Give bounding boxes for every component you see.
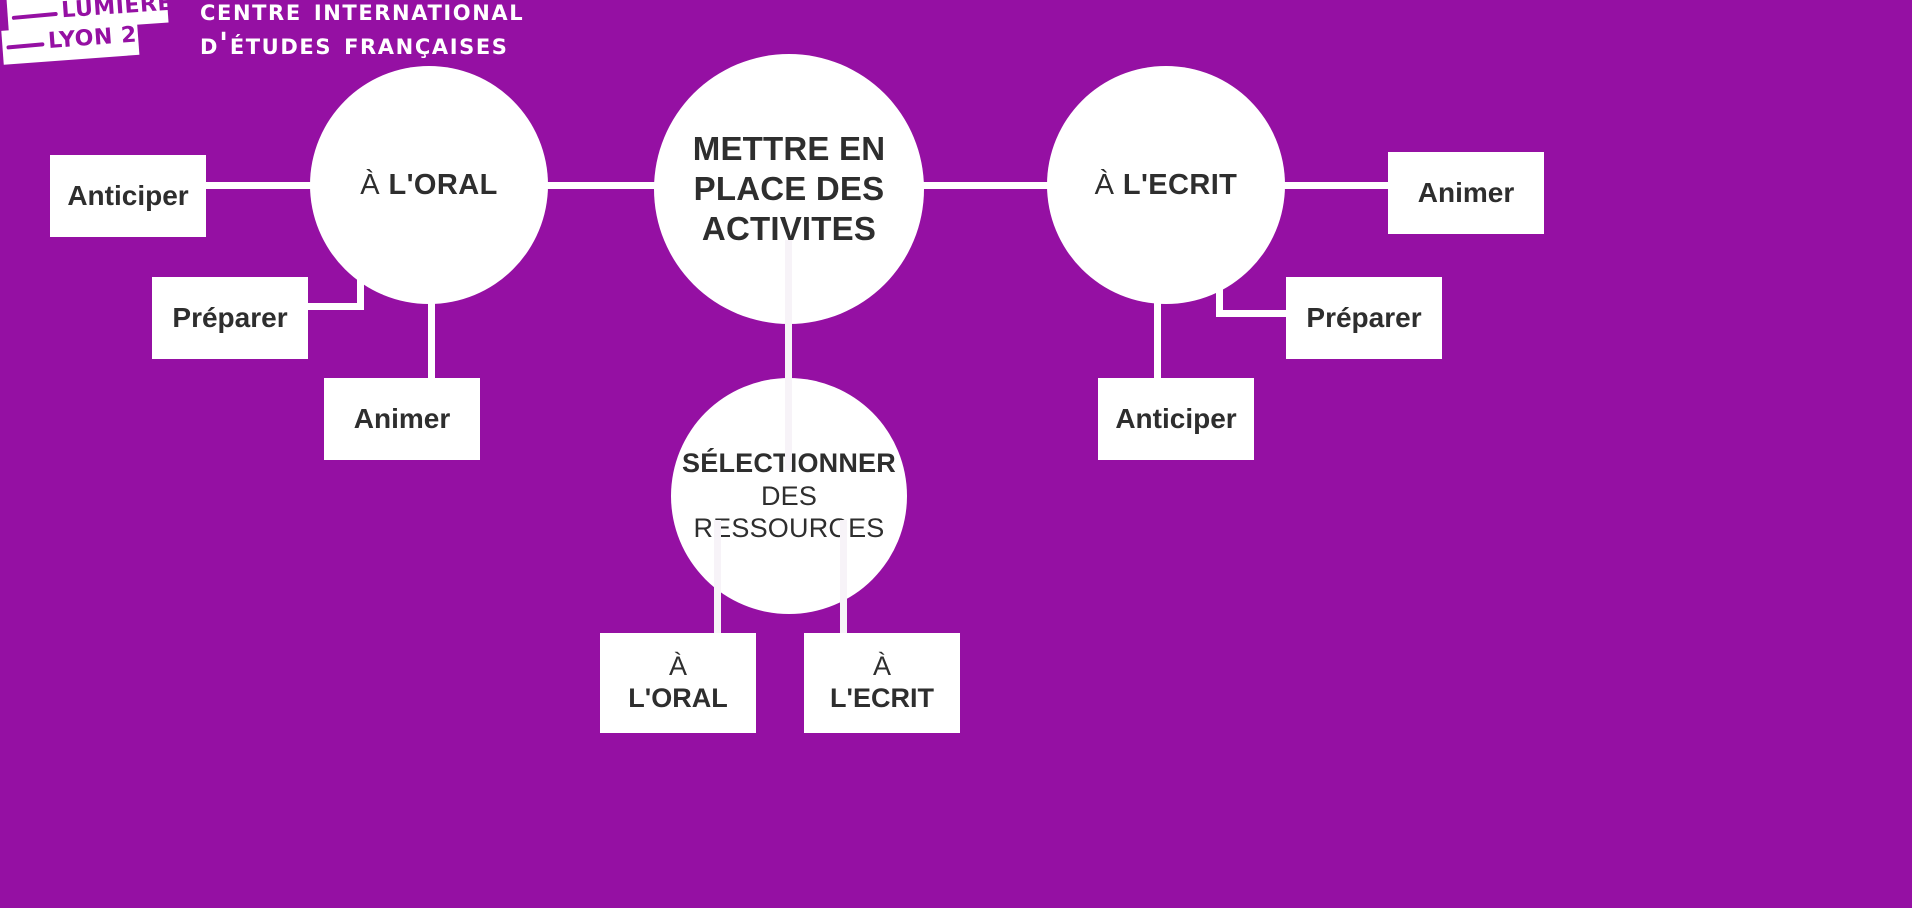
connector-animer-left-vertical xyxy=(428,250,435,390)
leaf-ecrit-preparer[interactable]: Préparer xyxy=(1286,277,1442,359)
leaf-oral-animer[interactable]: Animer xyxy=(324,378,480,460)
node-selectionner-label: SÉLECTIONNER DES RESSOURCES xyxy=(671,447,907,544)
node-a-l-ecrit-label: À L'ECRIT xyxy=(1085,169,1248,201)
leaf-ecrit-animer[interactable]: Animer xyxy=(1388,152,1544,234)
leaf-ressources-ecrit-name: L'ECRIT xyxy=(830,683,934,713)
leaf-oral-anticiper[interactable]: Anticiper xyxy=(50,155,206,237)
node-a-l-oral-prefix: À xyxy=(360,168,381,201)
leaf-oral-preparer[interactable]: Préparer xyxy=(152,277,308,359)
connector-oral-to-center xyxy=(520,182,680,189)
connector-center-to-ecrit xyxy=(900,182,1060,189)
leaf-ressources-a-l-ecrit[interactable]: À L'ECRIT xyxy=(804,633,960,733)
node-a-l-oral-name: L'ORAL xyxy=(388,168,498,201)
connector-anticiper-right-vertical xyxy=(1154,255,1161,390)
node-a-l-oral-label: À L'ORAL xyxy=(350,169,507,201)
node-selectionner-line2: DES RESSOURCES xyxy=(693,480,885,544)
leaf-ecrit-anticiper[interactable]: Anticiper xyxy=(1098,378,1254,460)
connector-anticiper-to-oral xyxy=(200,182,360,189)
leaf-ressources-ecrit-prefix: À xyxy=(872,651,891,682)
connector-preparer-left-horizontal xyxy=(302,303,364,310)
leaf-ressources-oral-name: L'ORAL xyxy=(628,683,728,713)
leaf-ressources-oral-prefix: À xyxy=(668,651,687,682)
node-a-l-ecrit[interactable]: À L'ECRIT xyxy=(1047,66,1285,304)
brand-title: Centre International d'Études Françaises xyxy=(200,0,524,62)
connector-ecrit-to-animer xyxy=(1232,182,1392,189)
leaf-oral-animer-label: Animer xyxy=(353,403,451,434)
connector-selectionner-to-oral-box xyxy=(714,520,721,680)
leaf-oral-preparer-label: Préparer xyxy=(172,302,288,333)
node-a-l-oral[interactable]: À L'ORAL xyxy=(310,66,548,304)
leaf-ecrit-anticiper-label: Anticiper xyxy=(1115,403,1237,434)
leaf-oral-anticiper-label: Anticiper xyxy=(67,180,189,211)
node-center-line2: PLACE DES xyxy=(693,169,885,207)
node-center-label: METTRE EN PLACE DES ACTIVITES xyxy=(683,129,895,250)
connector-preparer-right-horizontal xyxy=(1216,310,1294,317)
brand-title-line2: d'Études Françaises xyxy=(200,27,509,63)
connector-center-to-selectionner xyxy=(785,240,792,470)
leaf-ecrit-preparer-label: Préparer xyxy=(1306,302,1422,333)
leaf-ressources-a-l-oral[interactable]: À L'ORAL xyxy=(600,633,756,733)
university-logo: UNIVERSITÉ LUMIÈRE LYON 2 xyxy=(0,0,188,74)
brand-title-line1: Centre International xyxy=(200,0,525,28)
node-a-l-ecrit-name: L'ECRIT xyxy=(1122,168,1238,201)
node-center-line1: METTRE EN xyxy=(692,129,886,167)
connector-selectionner-to-ecrit-box xyxy=(840,520,847,680)
node-a-l-ecrit-prefix: À xyxy=(1094,168,1115,201)
leaf-ecrit-animer-label: Animer xyxy=(1417,177,1515,208)
